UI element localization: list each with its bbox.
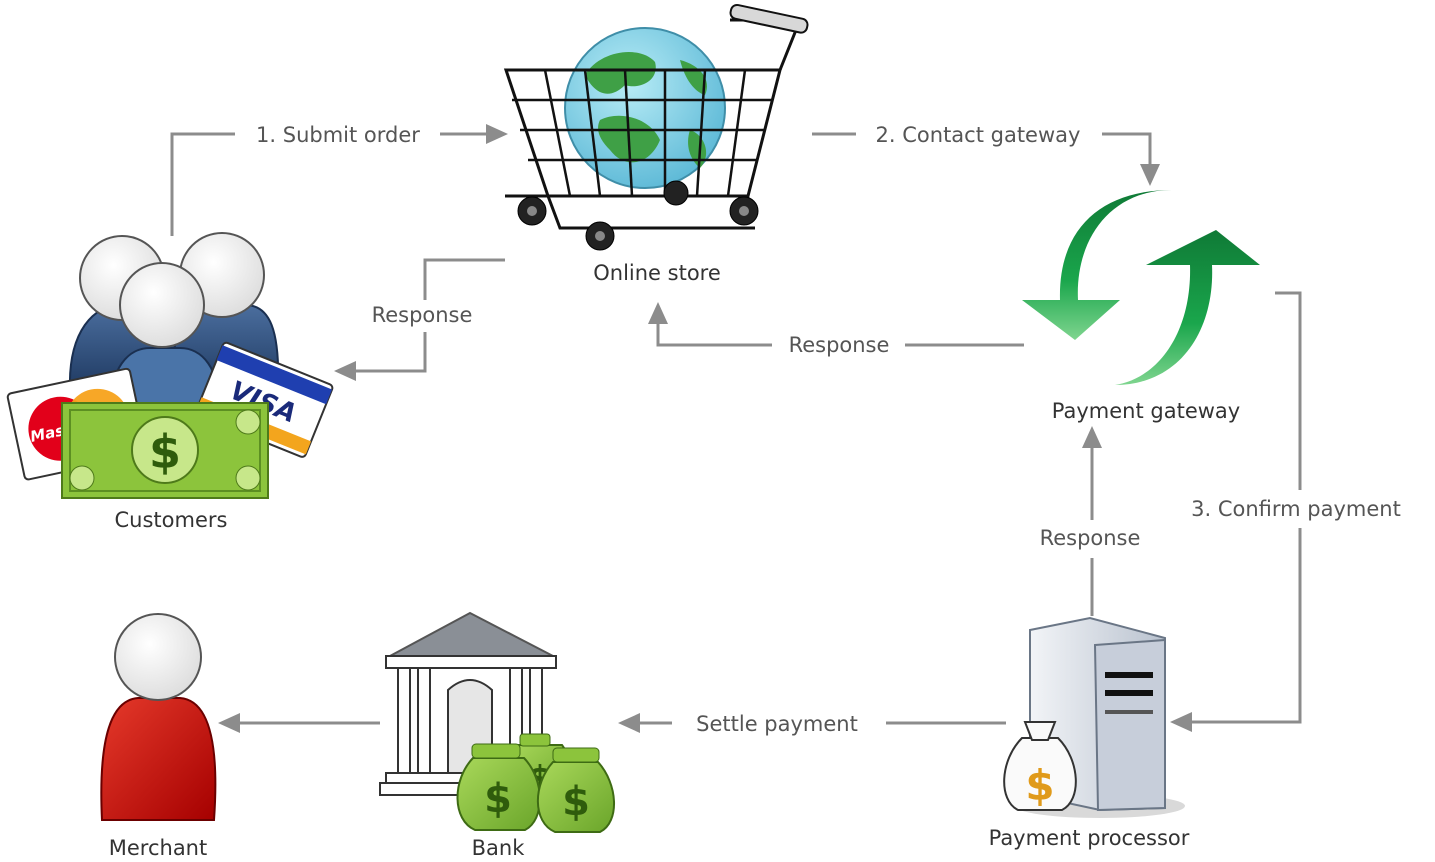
shopping-cart-icon	[503, 3, 809, 251]
edge-label-gateway-response: Response	[789, 333, 890, 357]
customers-group-icon	[68, 232, 280, 421]
bank-label: Bank	[472, 836, 526, 860]
money-bag-icon: $	[1003, 721, 1077, 811]
payment-gateway-node: Payment gateway	[1022, 190, 1260, 423]
merchant-node: Merchant	[100, 613, 217, 860]
edge-label-confirm-payment: 3. Confirm payment	[1191, 497, 1401, 521]
processor-dollar-sign: $	[1025, 761, 1054, 810]
edge-confirm-payment: 3. Confirm payment	[1170, 291, 1401, 732]
merchant-label: Merchant	[109, 836, 207, 860]
edge-label-store-response: Response	[372, 303, 473, 327]
online-store-label: Online store	[593, 261, 721, 285]
banknote-dollar-sign: $	[149, 425, 181, 479]
payment-processor-label: Payment processor	[989, 826, 1190, 850]
customers-label: Customers	[115, 508, 228, 532]
edge-contact-gateway: 2. Contact gateway	[812, 123, 1160, 186]
bag-dollar-sign-3: $	[562, 779, 590, 825]
edge-store-response: Response	[334, 258, 505, 381]
payment-processor-node: $ Payment processor	[989, 616, 1190, 850]
online-store-node: Online store	[503, 3, 809, 285]
sync-arrows-icon	[1022, 190, 1260, 385]
edge-label-settle-payment: Settle payment	[696, 712, 858, 736]
bag-dollar-sign-2: $	[484, 776, 512, 822]
bank-node: $ $ $ Bank	[379, 611, 615, 860]
edge-label-submit-order: 1. Submit order	[256, 123, 420, 147]
payment-gateway-label: Payment gateway	[1052, 399, 1240, 423]
edge-gateway-response: Response	[648, 302, 1024, 357]
money-bags-icon: $ $ $	[456, 733, 615, 833]
edge-settle-payment: Settle payment	[618, 712, 1006, 736]
edge-label-contact-gateway: 2. Contact gateway	[876, 123, 1081, 147]
edge-submit-order: 1. Submit order	[170, 123, 508, 236]
banknote-icon: $	[61, 402, 269, 499]
edge-processor-response: Response	[1040, 426, 1141, 616]
edge-label-processor-response: Response	[1040, 526, 1141, 550]
edge-bank-to-merchant	[218, 713, 380, 733]
customers-node: VISA MasterCard $ Customers	[6, 232, 334, 532]
merchant-person-icon	[100, 613, 217, 821]
